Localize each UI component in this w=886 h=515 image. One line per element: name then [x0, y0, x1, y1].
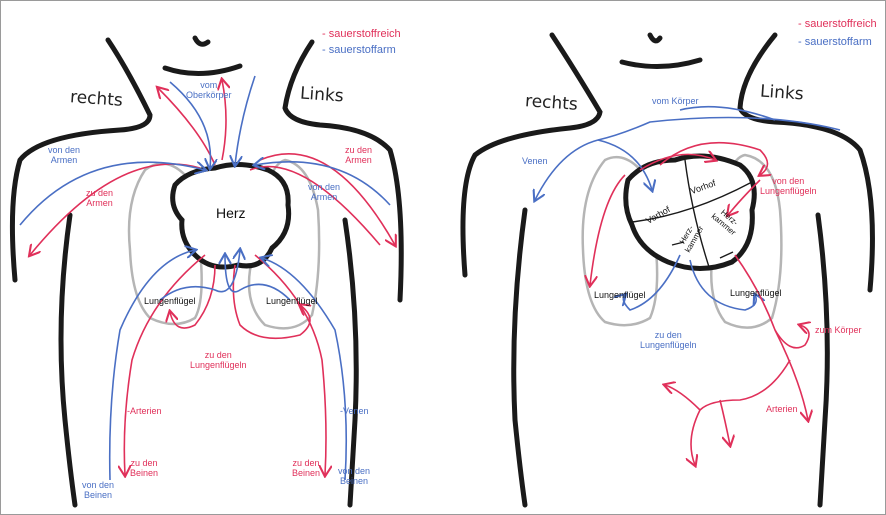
side-label-right-2: rechts [525, 96, 578, 110]
label-from-arms-left: von den Armen [308, 182, 340, 202]
label-from-legs-left: von den Beinen [338, 466, 370, 486]
legend-oxygen-poor-right: - sauerstoffarm [798, 34, 872, 50]
lung-label-right: Lungenflügel [144, 296, 196, 306]
label-to-lungs: zu den Lungenflügeln [190, 350, 247, 370]
side-label-left: Links [300, 88, 344, 101]
label-from-arms-right: von den Armen [48, 145, 80, 165]
left-body-outline [12, 38, 401, 505]
label-arteries-right: Arterien [766, 404, 798, 414]
legend-oxygen-rich-left: - sauerstoffreich [322, 26, 401, 42]
label-arteries: -Arterien [127, 406, 162, 416]
label-to-legs-right: zu den Beinen [130, 458, 158, 478]
label-to-legs-left: zu den Beinen [292, 458, 320, 478]
label-to-arms-right: zu den Armen [86, 188, 113, 208]
label-from-lungs: von den Lungenflügeln [760, 176, 817, 196]
label-to-lungs-bottom: zu den Lungenflügeln [640, 330, 697, 350]
label-from-legs-right: von den Beinen [82, 480, 114, 500]
legend-oxygen-rich-right: - sauerstoffreich [798, 16, 877, 32]
lung-label-left: Lungenflügel [266, 296, 318, 306]
legend-oxygen-poor-left: - sauerstoffarm [322, 42, 396, 58]
label-veins: -Venen [340, 406, 369, 416]
lung-label-left-2: Lungenflügel [730, 288, 782, 298]
label-to-body: zum Körper [815, 325, 862, 335]
label-veins-right: Venen [522, 156, 548, 166]
lung-label-right-2: Lungenflügel [594, 290, 646, 300]
label-to-arms-left: zu den Armen [345, 145, 372, 165]
heart-label: Herz [216, 208, 246, 218]
side-label-left-2: Links [760, 86, 804, 99]
side-label-right: rechts [70, 92, 123, 106]
label-from-upper-body: vom Oberkörper [186, 80, 232, 100]
label-from-body: vom Körper [652, 96, 699, 106]
